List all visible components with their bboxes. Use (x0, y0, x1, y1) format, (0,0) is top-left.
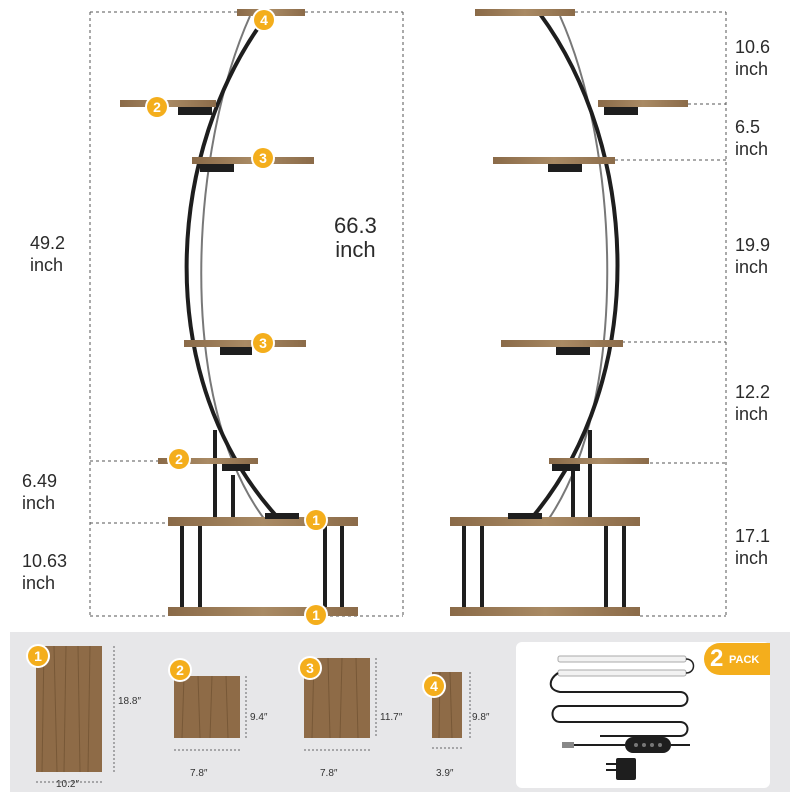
shelf-badge: 3 (253, 333, 273, 353)
shelf-swatch-3 (304, 657, 377, 751)
shelf-badge: 1 (306, 510, 326, 530)
dimension-side-gap-3: 19.9 inch (735, 235, 771, 277)
shelf-badge: 4 (254, 10, 274, 30)
shelf-size-badge: 3 (300, 658, 320, 678)
shelf-3-height: 11.7″ (380, 712, 403, 723)
product-illustration (89, 9, 727, 617)
shelf-badge: 3 (253, 148, 273, 168)
side-dimension-guides (575, 11, 727, 617)
dimension-side-gap-4: 12.2 inch (735, 382, 771, 424)
shelf-2-width: 7.8″ (190, 768, 208, 779)
pack-count: 2 (710, 645, 724, 672)
grow-light-strips-icon (549, 655, 695, 780)
shelf-swatch-1 (36, 645, 115, 783)
dimension-total-height: 66.3 inch (334, 213, 377, 262)
shelf-2-height: 9.4″ (250, 712, 268, 723)
dimension-side-gap-5: 17.1 inch (735, 526, 771, 568)
shelf-1-height: 18.8″ (118, 696, 142, 707)
dimension-base-height: 10.63 inch (22, 551, 68, 593)
shelf-size-badge: 4 (424, 676, 444, 696)
shelf-4-width: 3.9″ (436, 768, 454, 779)
shelf-size-badge: 1 (28, 646, 48, 666)
shelf-1-width: 10.2″ (56, 779, 80, 790)
shelf-4-height: 9.8″ (472, 712, 490, 723)
dimension-side-gap-1: 10.6 inch (735, 37, 771, 79)
pack-label: PACK (729, 654, 760, 666)
dimension-tier-spacing: 6.49 inch (22, 471, 58, 513)
shelf-badge: 1 (306, 605, 326, 625)
shelf-size-badge: 2 (170, 660, 190, 680)
pack-badge: 2 PACK (704, 643, 770, 675)
dimension-overall-height: 49.2 inch (30, 233, 66, 275)
shelf-swatch-2 (174, 675, 247, 751)
shelf-swatch-4 (432, 671, 471, 749)
dimension-side-gap-2: 6.5 inch (735, 117, 769, 159)
shelf-badge: 2 (169, 449, 189, 469)
shelf-3-width: 7.8″ (320, 768, 338, 779)
shelf-badge: 2 (147, 97, 167, 117)
side-shelf-unit (450, 9, 688, 616)
